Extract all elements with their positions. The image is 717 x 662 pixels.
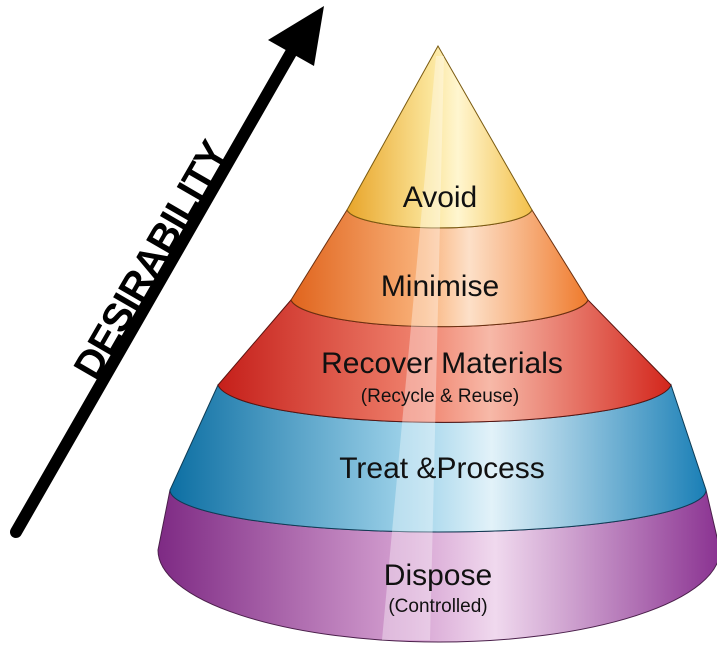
cone-highlight-seam [382, 56, 444, 640]
tier-recover-sublabel: (Recycle & Reuse) [361, 386, 519, 407]
tier-labels: Avoid Minimise Recover Materials (Recycl… [321, 181, 563, 617]
arrow-head-icon [268, 6, 324, 66]
tier-recover-label: Recover Materials [321, 347, 563, 380]
tier-avoid-label: Avoid [403, 181, 478, 214]
tier-treat-label: Treat &Process [339, 452, 545, 485]
tier-dispose-sublabel: (Controlled) [388, 596, 487, 617]
tier-avoid-band [346, 44, 533, 229]
arrow-shaft [10, 38, 302, 538]
cone [157, 44, 717, 643]
arrow-label: DESIRABILITY [66, 133, 238, 386]
tier-minimise-label: Minimise [381, 270, 499, 303]
tier-dispose-label: Dispose [384, 559, 492, 592]
